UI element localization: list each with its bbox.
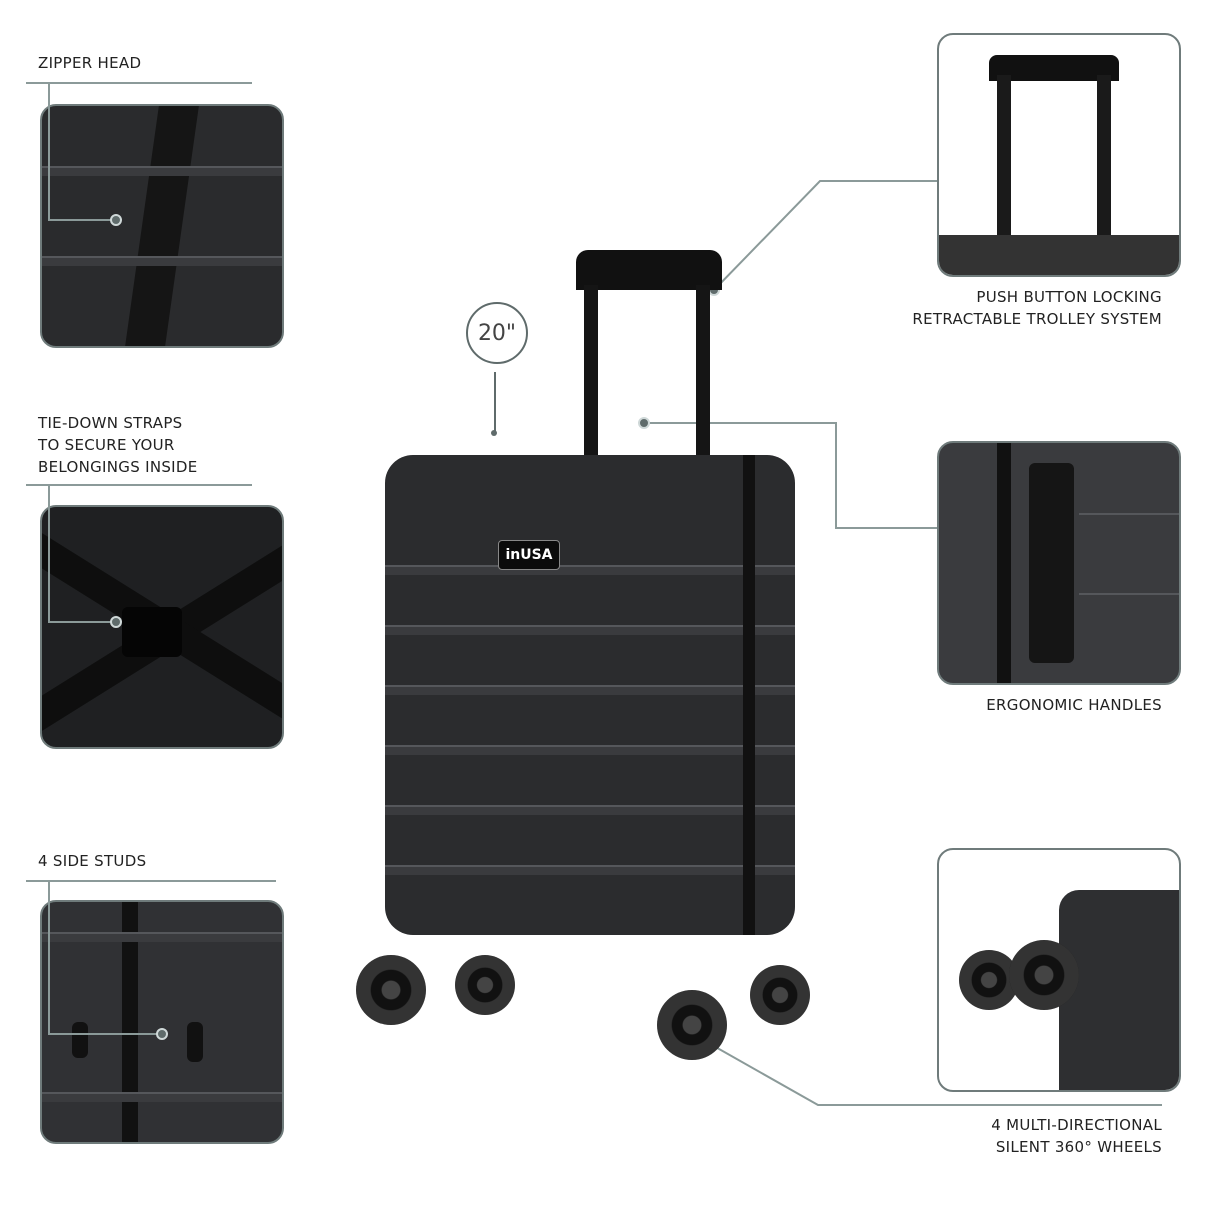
- label-line: TIE-DOWN STRAPS: [38, 414, 183, 432]
- wheel: [657, 990, 727, 1060]
- brand-logo: inUSA: [498, 540, 560, 570]
- tie-down-straps-image: [40, 505, 284, 749]
- zipper-head-image: [40, 104, 284, 348]
- label-line: RETRACTABLE TROLLEY SYSTEM: [912, 310, 1162, 328]
- wheel: [750, 965, 810, 1025]
- ergonomic-handles-image: [937, 441, 1181, 685]
- label-ergonomic-handles: ERGONOMIC HANDLES: [986, 696, 1162, 714]
- label-zipper-head: ZIPPER HEAD: [38, 54, 142, 72]
- label-line: BELONGINGS INSIDE: [38, 458, 198, 476]
- label-line: PUSH BUTTON LOCKING: [976, 288, 1162, 306]
- divider-line: [26, 880, 276, 882]
- callout-line: [48, 621, 114, 623]
- divider-line: [26, 82, 252, 84]
- callout-dot: [491, 430, 497, 436]
- wheel: [356, 955, 426, 1025]
- callout-dot: [156, 1028, 168, 1040]
- callout-line: [48, 486, 50, 622]
- callout-dot: [110, 616, 122, 628]
- wheels-image: [937, 848, 1181, 1092]
- size-badge: 20": [466, 302, 528, 364]
- label-line: TO SECURE YOUR: [38, 436, 175, 454]
- trolley-handle-image: [937, 33, 1181, 277]
- label-tie-down-straps: TIE-DOWN STRAPS TO SECURE YOUR BELONGING…: [38, 412, 198, 478]
- callout-dot: [638, 417, 650, 429]
- label-line: 4 MULTI-DIRECTIONAL: [991, 1116, 1162, 1134]
- label-trolley-system: PUSH BUTTON LOCKING RETRACTABLE TROLLEY …: [912, 286, 1162, 330]
- callout-line: [48, 882, 50, 1034]
- label-side-studs: 4 SIDE STUDS: [38, 852, 147, 870]
- callout-dot: [110, 214, 122, 226]
- callout-line: [48, 1033, 160, 1035]
- label-wheels: 4 MULTI-DIRECTIONAL SILENT 360° WHEELS: [991, 1114, 1162, 1158]
- wheel: [455, 955, 515, 1015]
- label-line: SILENT 360° WHEELS: [995, 1138, 1162, 1156]
- callout-line: [48, 219, 114, 221]
- callout-line: [48, 84, 50, 220]
- side-studs-image: [40, 900, 284, 1144]
- divider-line: [26, 484, 252, 486]
